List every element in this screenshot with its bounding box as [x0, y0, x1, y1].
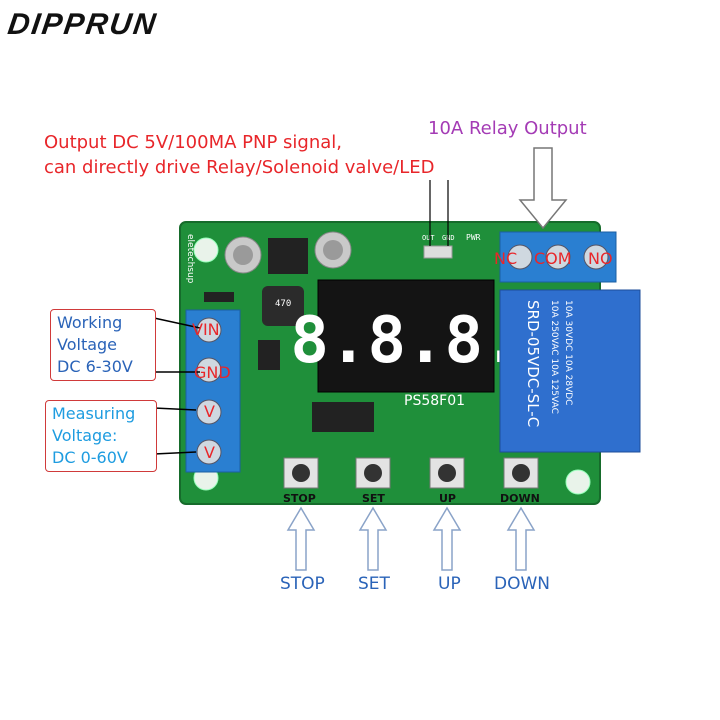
terminal-label-gnd: GND [194, 363, 231, 382]
silk-set: SET [362, 492, 385, 505]
output-note-line1: Output DC 5V/100MA PNP signal, [44, 132, 343, 153]
silk-brand: eletechsup [185, 234, 195, 284]
capacitor-top [233, 245, 253, 265]
relay-text: SRD-05VDC-SL-C [524, 300, 542, 427]
measuring-line1: Measuring [52, 404, 136, 423]
terminal-label-vin: VIN [192, 320, 220, 339]
terminal-screw [545, 244, 571, 270]
relay-rating: 10A 30VDC 10A 28VDC [563, 300, 573, 405]
mosfet [258, 340, 280, 370]
silk-up: UP [439, 492, 456, 505]
terminal-screw [583, 244, 609, 270]
mcu-chip [312, 402, 374, 432]
model-silk: PS58F01 [404, 393, 465, 409]
inductor [262, 286, 304, 326]
measuring-voltage-box: Measuring Voltage: DC 0-60V [45, 400, 157, 472]
terminal-screw [196, 317, 222, 343]
relay-output-arrow [518, 147, 568, 230]
down-label: DOWN [494, 574, 550, 594]
leader-vin [153, 317, 201, 329]
terminal-label-nc: NC [494, 249, 518, 268]
leader-vminus [153, 451, 197, 455]
measuring-line2: Voltage: [52, 426, 118, 445]
working-voltage-box: Working Voltage DC 6-30V [50, 309, 156, 381]
terminal-label-vplus: V [204, 402, 215, 421]
inductor-label: 470 [275, 299, 291, 309]
capacitor-top [323, 240, 343, 260]
terminal-screw [196, 439, 222, 465]
mount-hole [565, 469, 591, 495]
stop-label: STOP [280, 574, 325, 594]
silk-stop: STOP [283, 492, 316, 505]
display-digits: 8.8.8. [290, 304, 521, 378]
relay-rating: 10A 250VAC 10A 125VAC [549, 300, 559, 414]
silk-pwr: PWR [466, 233, 481, 242]
terminal-label-vminus: V [204, 443, 215, 462]
working-line3: DC 6-30V [57, 357, 133, 376]
diode [204, 292, 234, 302]
silk-out: OUT [422, 234, 435, 242]
mount-hole [193, 237, 219, 263]
leader-vplus [153, 407, 197, 411]
terminal-screw [196, 399, 222, 425]
relay [499, 289, 641, 453]
terminal-screw [196, 357, 222, 383]
up-label: UP [438, 574, 461, 594]
measuring-line3: DC 0-60V [52, 448, 128, 467]
terminal-label-no: NO [588, 249, 613, 268]
terminal-screw [507, 244, 533, 270]
output-note-line2: can directly drive Relay/Solenoid valve/… [44, 157, 435, 178]
button-arrows [286, 506, 536, 571]
working-line2: Voltage [57, 335, 118, 354]
tact-buttons [283, 457, 539, 489]
working-line1: Working [57, 313, 123, 332]
relay-output-label: 10A Relay Output [428, 118, 587, 139]
output-note: Output DC 5V/100MA PNP signal, can direc… [44, 130, 435, 180]
terminal-label-com: COM [534, 249, 572, 268]
silk-down: DOWN [500, 492, 540, 505]
seven-segment-display [317, 279, 495, 393]
regulator-chip [268, 238, 308, 274]
out-header [423, 245, 453, 259]
set-label: SET [358, 574, 390, 594]
